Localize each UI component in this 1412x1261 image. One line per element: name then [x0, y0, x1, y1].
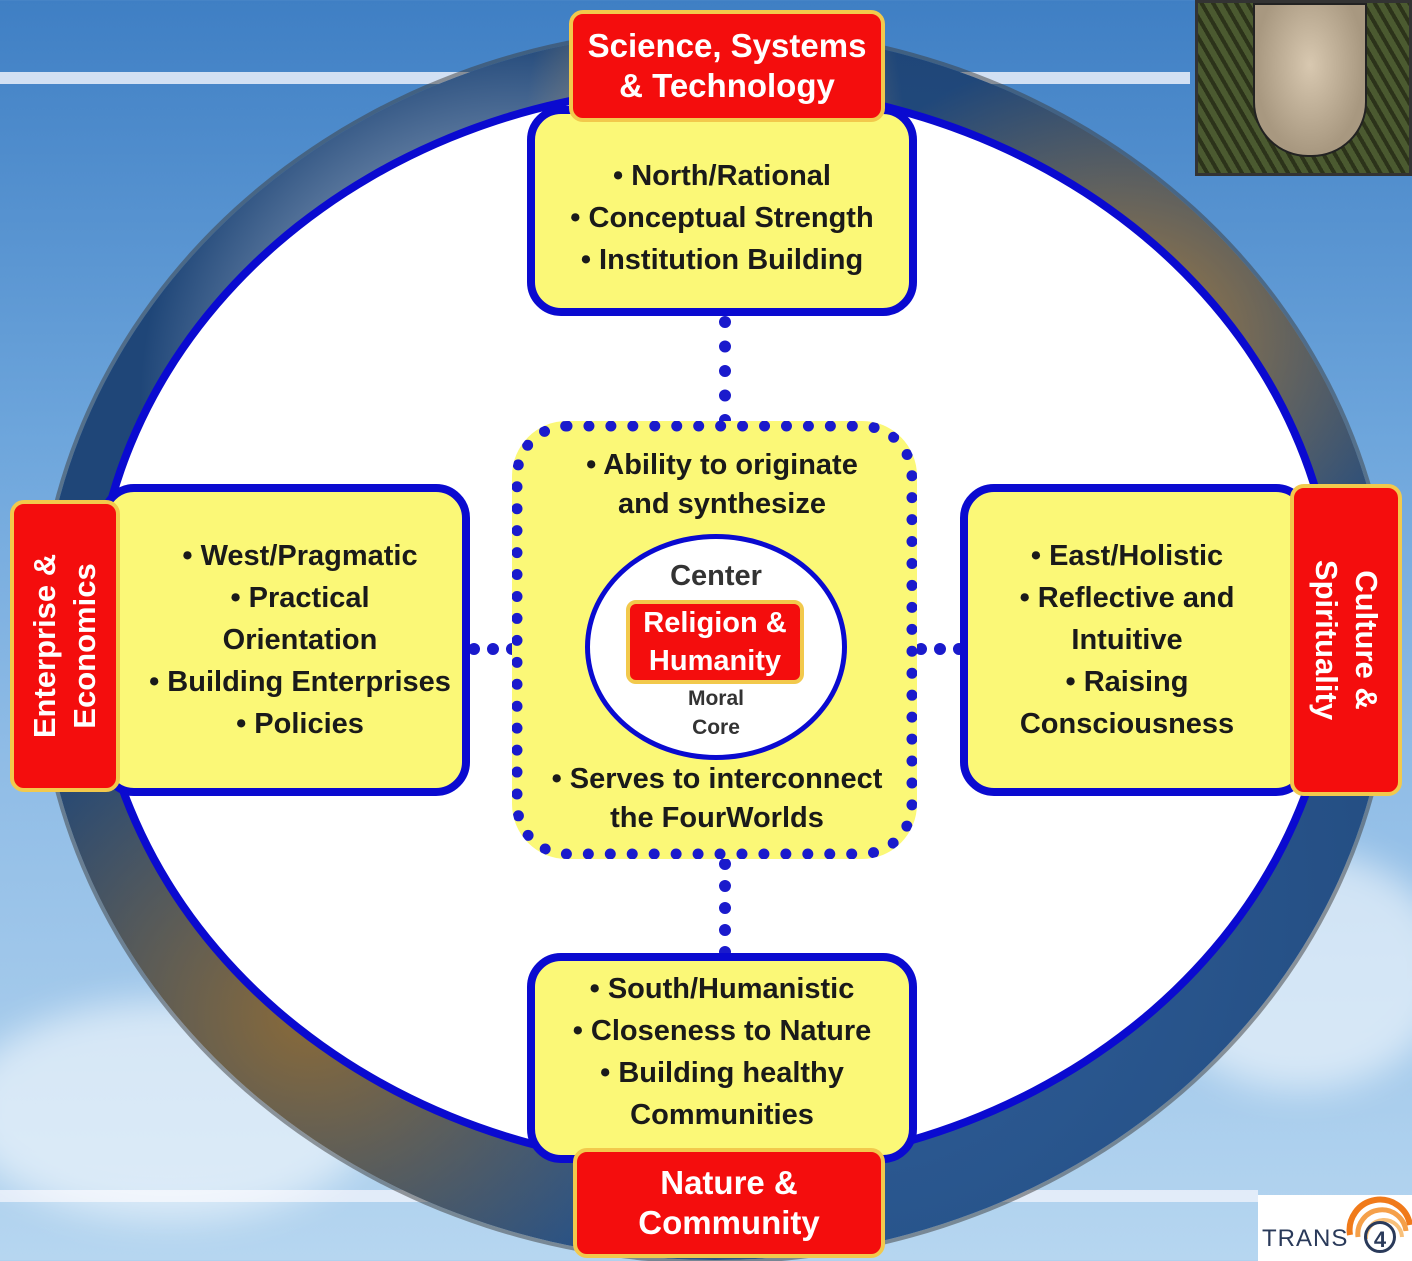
connector-left: [468, 643, 518, 667]
culture-box: • East/Holistic • Reflective and Intuiti…: [960, 484, 1310, 796]
connector-top: [719, 316, 743, 426]
culture-item: • East/Holistic: [1030, 540, 1224, 572]
logo-number: 4: [1364, 1221, 1396, 1253]
center-bottom-line: • Serves to interconnect: [551, 763, 883, 795]
nature-tag-line: Community: [638, 1204, 820, 1241]
culture-item: Consciousness: [1019, 708, 1235, 740]
trans4-logo: TRANS 4: [1258, 1195, 1412, 1261]
enterprise-item: • Building Enterprises: [149, 666, 451, 698]
nature-item: Communities: [630, 1099, 814, 1131]
nature-box: • South/Humanistic • Closeness to Nature…: [527, 953, 917, 1163]
culture-tag-line: Culture &: [1349, 570, 1385, 710]
nature-item: • Building healthy: [600, 1057, 844, 1089]
enterprise-item: Orientation: [222, 624, 378, 656]
science-item: • North/Rational: [613, 160, 831, 192]
science-tag-line: Science, Systems: [587, 27, 867, 64]
religion-tag: Religion & Humanity: [626, 600, 804, 684]
logo-text: TRANS: [1262, 1225, 1349, 1252]
center-top-line: • Ability to originate: [586, 449, 858, 481]
portrait-image: [1195, 0, 1412, 176]
enterprise-tag-line: Enterprise &: [27, 553, 62, 739]
center-top-line: and synthesize: [618, 488, 826, 520]
core-sub: Core: [692, 716, 740, 739]
culture-tag-line: Spirituality: [1309, 559, 1345, 721]
center-bottom-line: the FourWorlds: [610, 802, 824, 834]
enterprise-tag: [10, 500, 120, 792]
enterprise-item: • Practical: [230, 582, 370, 614]
culture-item: • Reflective and: [1019, 582, 1235, 614]
enterprise-item: • Policies: [236, 708, 364, 740]
culture-item: • Raising: [1065, 666, 1189, 698]
nature-item: • Closeness to Nature: [572, 1015, 872, 1047]
religion-tag-line: Religion &: [643, 607, 787, 639]
culture-tag-text: Culture & Spirituality: [1290, 484, 1402, 796]
science-tag: Science, Systems & Technology: [569, 10, 885, 122]
core-title: Center: [670, 560, 762, 592]
religion-tag-line: Humanity: [648, 645, 782, 677]
nature-item: • South/Humanistic: [589, 973, 855, 1005]
nature-tag-line: Nature &: [660, 1164, 798, 1201]
enterprise-tag-line: Economics: [67, 563, 102, 729]
science-tag-line: & Technology: [619, 67, 835, 104]
connector-bottom: [719, 858, 743, 958]
culture-tag: [1290, 484, 1402, 796]
culture-item: Intuitive: [1071, 624, 1183, 656]
face-illustration: [1253, 3, 1367, 157]
nature-tag: Nature & Community: [573, 1148, 885, 1258]
science-item: • Institution Building: [580, 244, 864, 276]
science-item: • Conceptual Strength: [570, 202, 874, 234]
enterprise-item: • West/Pragmatic: [182, 540, 418, 572]
core-sub: Moral: [687, 687, 744, 710]
science-box: • North/Rational • Conceptual Strength •…: [527, 106, 917, 316]
enterprise-tag-text: Enterprise & Economics: [10, 500, 120, 792]
enterprise-box: • West/Pragmatic • Practical Orientation…: [100, 484, 470, 796]
connector-right: [915, 643, 965, 667]
